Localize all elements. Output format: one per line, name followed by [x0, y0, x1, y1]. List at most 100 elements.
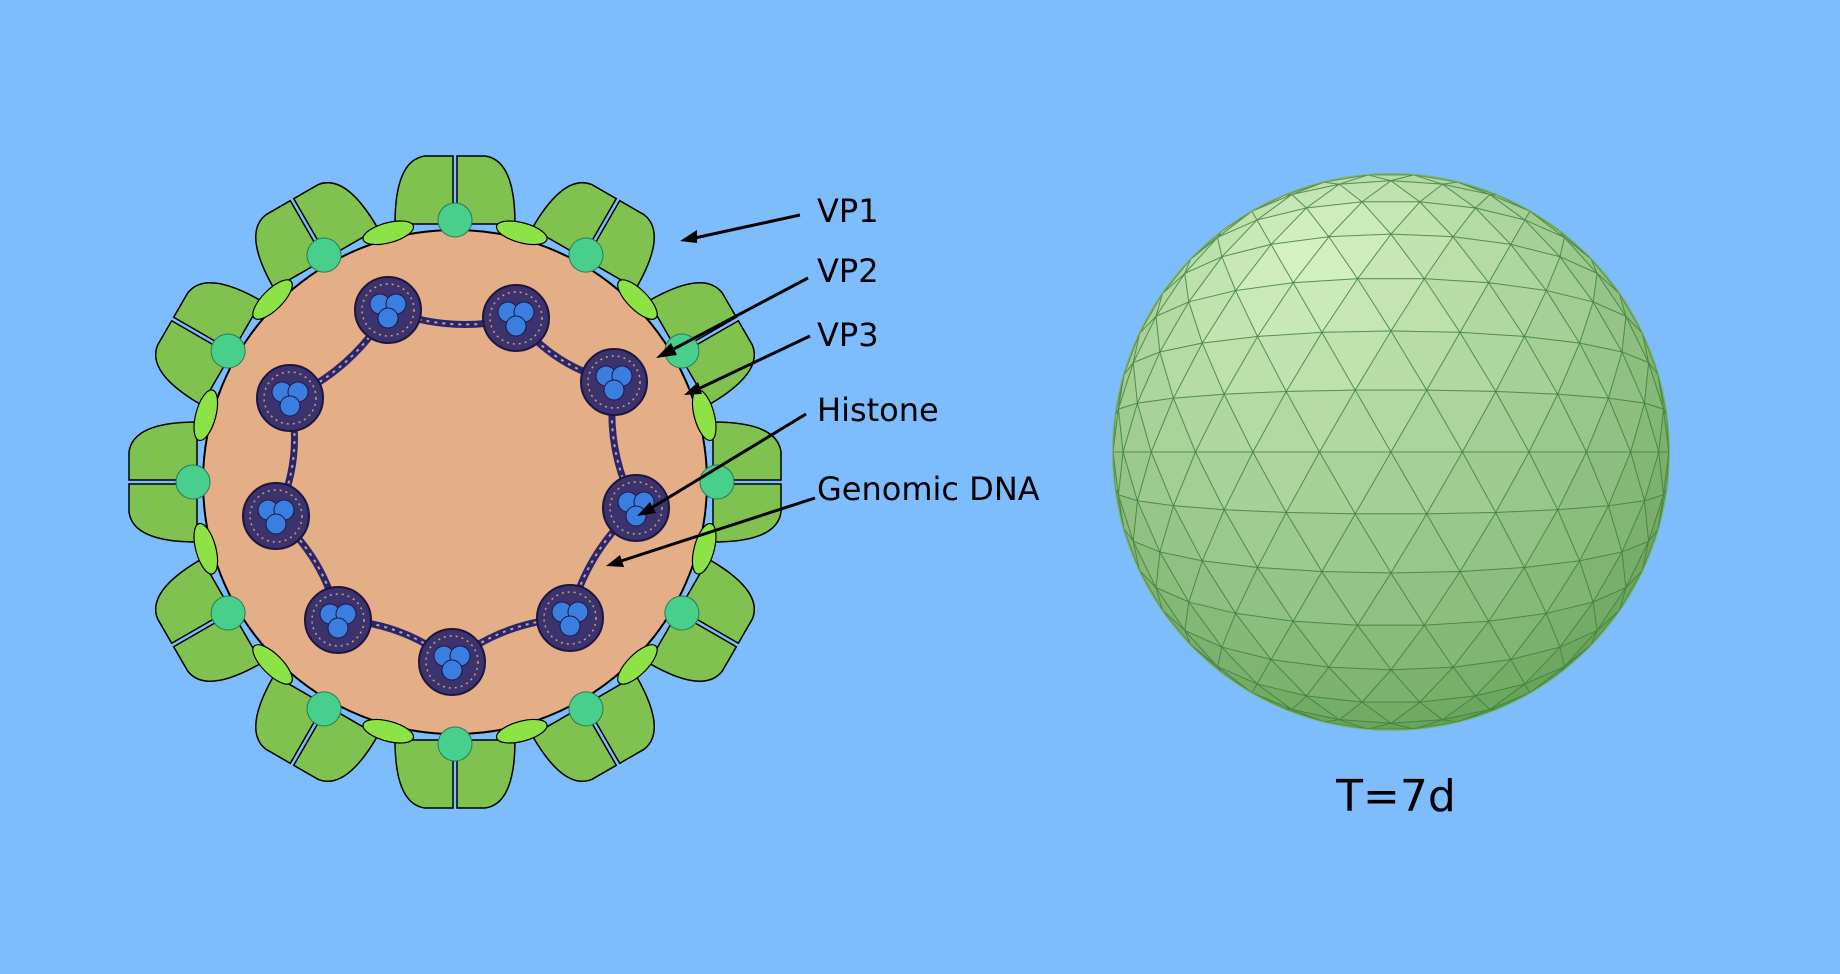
vp3-knob — [210, 595, 246, 631]
vp3-knob — [437, 726, 473, 762]
nucleosome-coil — [587, 355, 641, 409]
vp1-capsomere — [154, 282, 263, 406]
vp1-subunit — [394, 739, 454, 809]
vp1-subunit — [255, 199, 326, 290]
capsid-facet — [1641, 528, 1659, 571]
vp2-segment — [617, 279, 658, 320]
vp3-knob — [210, 333, 246, 369]
vp1-subunit — [128, 421, 198, 481]
vp1-subunit — [128, 483, 198, 543]
vp1-subunit — [647, 282, 738, 353]
vp1-subunit — [456, 739, 516, 809]
vp1-capsomere — [128, 421, 198, 543]
vp1-capsomere — [255, 674, 379, 783]
nucleosome — [580, 348, 648, 416]
nucleosome — [482, 284, 550, 352]
vp3-knob — [306, 691, 342, 727]
nucleosome — [536, 584, 604, 652]
label-histone: Histone — [817, 391, 939, 429]
capsid-facet — [1590, 609, 1620, 646]
vp1-capsomere — [255, 181, 379, 290]
nucleosome — [242, 482, 310, 550]
vp3-knob — [568, 691, 604, 727]
vp2-segment — [252, 279, 293, 320]
vp1-subunit — [154, 319, 232, 406]
vp2-segment — [362, 220, 415, 246]
vp1-subunit — [531, 181, 618, 259]
vp1-subunit — [172, 611, 263, 682]
nucleosome — [304, 586, 372, 654]
vp1-subunit — [394, 155, 454, 225]
histone-core — [279, 395, 301, 417]
histone-core — [625, 505, 647, 527]
label-arrows — [606, 213, 816, 567]
vp1-subunit — [154, 558, 232, 645]
vp3-knob — [664, 333, 700, 369]
capsid-facet — [1663, 408, 1669, 453]
vp1-capsomere — [154, 558, 263, 682]
nucleosome-coil — [263, 371, 317, 425]
vp1-subunit — [292, 181, 379, 259]
nucleosome — [418, 628, 486, 696]
nucleosome-coil — [249, 489, 303, 543]
vp2-segment — [362, 718, 415, 744]
vp3-knob — [568, 237, 604, 273]
vp1-subunit — [255, 674, 326, 765]
histone-core — [327, 617, 349, 639]
vp1-subunit — [712, 483, 782, 543]
vp3-knob — [437, 202, 473, 238]
genomic-dna-arrowhead — [606, 555, 624, 567]
vp2-ring — [193, 220, 717, 744]
vp2-segment — [193, 522, 219, 575]
histone-nucleosomes — [242, 276, 670, 696]
capsid-facet — [1560, 644, 1592, 673]
nucleosome-coil — [489, 291, 543, 345]
vp2-segment — [193, 389, 219, 442]
vp3-arrow — [695, 334, 811, 392]
nucleosome-coil — [425, 635, 479, 689]
nucleosome — [354, 276, 422, 344]
label-vp1: VP1 — [817, 192, 879, 230]
capsid-facet — [1489, 692, 1531, 710]
vp1-subunit — [584, 674, 655, 765]
vp1-subunit — [647, 611, 738, 682]
vp1-capsomere-ring — [128, 155, 782, 809]
icosahedral-capsid-model — [1112, 173, 1670, 731]
histone-core — [265, 513, 287, 535]
histone-arrow — [647, 412, 807, 512]
virion-cross-section — [128, 155, 782, 809]
capsid-facets — [1113, 174, 1669, 730]
vp1-arrowhead — [680, 230, 697, 243]
vp1-subunit — [456, 155, 516, 225]
vp1-capsomere — [394, 155, 516, 225]
vp1-subunit — [531, 705, 618, 783]
label-genomic-dna: Genomic DNA — [817, 470, 1040, 508]
histone-core — [441, 659, 463, 681]
nucleosome — [256, 364, 324, 432]
histone-arrowhead — [637, 502, 656, 516]
capsid-facet — [1657, 488, 1668, 530]
histone-core — [603, 379, 625, 401]
vp2-segment — [617, 644, 658, 685]
label-vp2: VP2 — [817, 252, 879, 290]
nucleosome — [602, 474, 670, 542]
vp2-arrow — [667, 276, 809, 354]
vp3-arrowhead — [684, 382, 702, 395]
vp1-capsomere — [531, 181, 655, 290]
vp2-segment — [495, 718, 548, 744]
label-vp3: VP3 — [817, 316, 879, 354]
capsid-facet — [1619, 570, 1643, 611]
vp2-arrowhead — [656, 343, 677, 358]
genomic-dna-loop — [271, 306, 641, 667]
vp1-capsomere — [531, 674, 655, 783]
vp1-subunit — [172, 282, 263, 353]
vp1-subunit — [292, 705, 379, 783]
vp1-subunit — [584, 199, 655, 290]
vp3-knob — [306, 237, 342, 273]
vp1-capsomere — [394, 739, 516, 809]
histone-core — [377, 307, 399, 329]
vp2-segment — [495, 220, 548, 246]
dna-base-pairs — [274, 309, 638, 664]
